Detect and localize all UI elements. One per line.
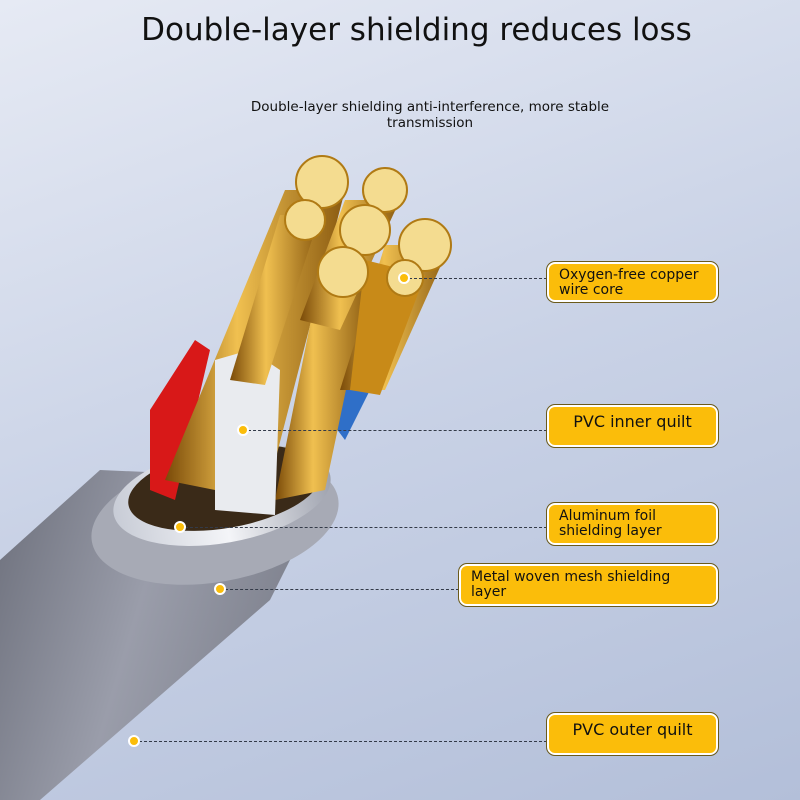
callout-line (134, 741, 547, 742)
callout-line (404, 278, 547, 279)
red-wire (150, 340, 210, 500)
callout-pvc-inner: PVC inner quilt (546, 404, 719, 448)
marker-dot (214, 583, 226, 595)
callout-copper-core: Oxygen-free copper wire core (546, 261, 719, 303)
callout-pvc-outer: PVC outer quilt (546, 712, 719, 756)
callout-aluminum-foil: Aluminum foil shielding layer (546, 502, 719, 546)
copper-strand (275, 275, 370, 500)
callout-line (180, 527, 547, 528)
subtitle: Double-layer shielding anti-interference… (250, 99, 610, 131)
callout-woven-mesh: Metal woven mesh shielding layer (458, 563, 719, 607)
marker-dot (174, 521, 186, 533)
strand-ends (284, 155, 452, 298)
marker-dot (398, 272, 410, 284)
callout-line (220, 589, 459, 590)
page-title: Double-layer shielding reduces loss (141, 12, 692, 48)
marker-dot (128, 735, 140, 747)
callout-line (243, 430, 547, 431)
marker-dot (237, 424, 249, 436)
